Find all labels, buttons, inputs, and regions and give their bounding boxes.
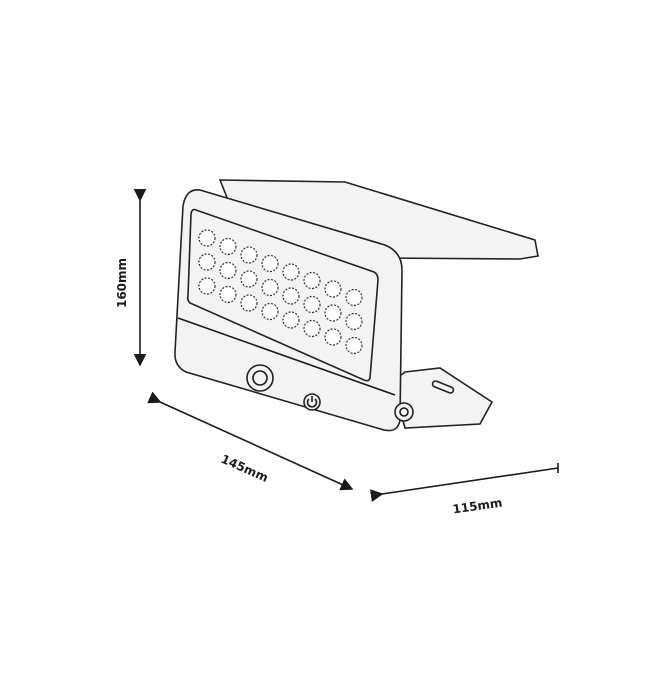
bracket-slot — [431, 380, 455, 394]
led — [219, 237, 237, 256]
led — [261, 254, 279, 273]
led — [324, 304, 342, 322]
led-array — [198, 229, 363, 355]
led — [198, 277, 216, 295]
bracket-knob-icon — [394, 402, 414, 422]
led — [324, 328, 342, 346]
led — [198, 229, 216, 247]
led — [282, 311, 300, 329]
depth-label: 115mm — [452, 496, 504, 517]
led — [240, 246, 258, 264]
height-dimension: 160mm — [115, 188, 147, 367]
led — [345, 312, 363, 331]
motion-sensor-lens — [252, 370, 268, 386]
mounting-bracket — [391, 367, 494, 429]
led — [282, 263, 300, 281]
power-button-icon — [303, 393, 321, 411]
width-dimension: 145mm — [147, 391, 354, 491]
led — [240, 270, 258, 288]
depth-dimension: 115mm — [369, 463, 559, 517]
led — [324, 280, 342, 298]
led — [240, 294, 258, 312]
floodlight — [174, 179, 539, 432]
led — [261, 278, 279, 297]
led — [345, 288, 363, 307]
height-label: 160mm — [115, 258, 129, 308]
bracket-knob-center — [399, 407, 409, 417]
led — [303, 295, 321, 314]
led — [198, 253, 216, 271]
led — [303, 319, 321, 338]
motion-sensor-icon — [246, 364, 274, 392]
led — [261, 302, 279, 321]
width-arrow — [147, 391, 354, 491]
led — [303, 271, 321, 290]
led — [219, 285, 237, 304]
depth-arrow — [369, 467, 559, 502]
width-label: 145mm — [219, 452, 270, 485]
led — [345, 336, 363, 355]
body-seam — [177, 317, 396, 396]
led — [219, 261, 237, 280]
led — [282, 287, 300, 305]
